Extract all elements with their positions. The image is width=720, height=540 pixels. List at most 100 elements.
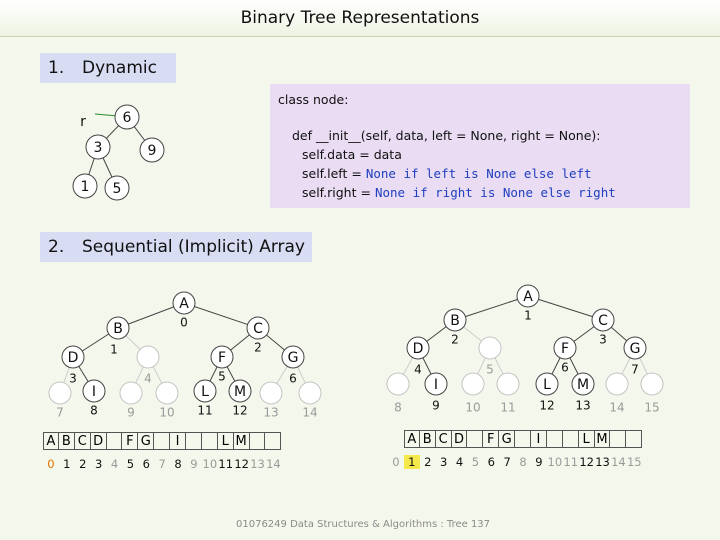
tree2-node-label: F bbox=[218, 350, 226, 366]
tree3-node-index: 14 bbox=[609, 401, 624, 415]
section-sequential: 2.Sequential (Implicit) Array bbox=[40, 232, 312, 262]
tree2-node: L bbox=[193, 379, 217, 403]
tree3-node-index: 8 bbox=[394, 401, 402, 415]
tree2-node bbox=[119, 381, 143, 405]
tree2-node bbox=[259, 381, 283, 405]
array-index: 0 bbox=[47, 457, 55, 471]
tree2-node-index: 1 bbox=[110, 343, 118, 357]
tree3-node-label: A bbox=[523, 289, 533, 305]
tree1-node-label: 9 bbox=[148, 143, 157, 159]
tree2-node-circle bbox=[136, 345, 160, 369]
array-cell bbox=[265, 432, 282, 450]
array-cell: I bbox=[531, 430, 547, 448]
tree3-node: A bbox=[516, 284, 540, 308]
tree2-edge bbox=[183, 302, 259, 329]
array-cell bbox=[610, 430, 627, 448]
tree2-node-circle bbox=[193, 379, 217, 403]
array-index: 5 bbox=[471, 455, 480, 469]
tree3-node-circle bbox=[553, 336, 577, 360]
array-index: 9 bbox=[190, 457, 198, 471]
tree3-node-index: 12 bbox=[539, 399, 554, 413]
tree1-node-label: 1 bbox=[81, 179, 90, 195]
tree2-node-label: B bbox=[113, 321, 123, 337]
array-cell bbox=[201, 432, 218, 450]
tree2-node-index: 2 bbox=[254, 341, 262, 355]
tree1-node-circle bbox=[114, 104, 140, 130]
tree1-node-circle bbox=[85, 134, 111, 160]
array-index: 14 bbox=[266, 457, 281, 471]
tree3-node-index: 3 bbox=[599, 333, 607, 347]
tree2-node-label: C bbox=[253, 321, 263, 337]
tree2-node: F bbox=[210, 345, 234, 369]
tree3-node-label: C bbox=[598, 313, 608, 329]
code-line-2: self.data = data bbox=[302, 147, 402, 162]
section-label: Dynamic bbox=[82, 58, 157, 78]
array-index: 13 bbox=[250, 457, 265, 471]
tree2-node-circle bbox=[259, 381, 283, 405]
tree3-node-circle bbox=[640, 372, 664, 396]
tree3-node-index: 7 bbox=[631, 363, 639, 377]
tree2-node-circle bbox=[106, 316, 130, 340]
array-cell: A bbox=[43, 432, 59, 450]
tree2-node: B bbox=[106, 316, 130, 340]
array-cell bbox=[106, 432, 123, 450]
tree2-node-index: 12 bbox=[232, 404, 247, 418]
tree2-node-index: 3 bbox=[69, 372, 77, 386]
tree2-edge bbox=[117, 302, 185, 329]
tree2-node-circle bbox=[61, 345, 85, 369]
tree3-node-index: 4 bbox=[414, 363, 422, 377]
tree2-node-index: 6 bbox=[289, 372, 297, 386]
array-cell: L bbox=[578, 430, 595, 448]
tree2-node-circle bbox=[210, 345, 234, 369]
tree2-node-index: 8 bbox=[90, 404, 98, 418]
array-cell: D bbox=[90, 432, 107, 450]
tree3-node: G bbox=[623, 336, 647, 360]
tree2-node: D bbox=[61, 345, 85, 369]
tree2-node-index: 0 bbox=[180, 316, 188, 330]
code-line-3-start: self.left = bbox=[302, 166, 366, 181]
tree1-node-label: 6 bbox=[123, 110, 132, 126]
tree2-node bbox=[155, 381, 179, 405]
tree2-node-circle bbox=[155, 381, 179, 405]
array-index: 2 bbox=[424, 455, 432, 469]
array-index: 12 bbox=[579, 455, 594, 469]
title-bar: Binary Tree Representations bbox=[0, 0, 720, 37]
tree1-node-label: 3 bbox=[94, 140, 103, 156]
array-cell: F bbox=[483, 430, 500, 448]
tree2-node-label: D bbox=[68, 350, 79, 366]
tree3-edge bbox=[454, 295, 529, 321]
tree2-node: A bbox=[172, 291, 196, 315]
array-index: 4 bbox=[110, 457, 119, 471]
tree2-node bbox=[48, 381, 72, 405]
array-index: 4 bbox=[455, 455, 464, 469]
tree3-node-circle bbox=[496, 372, 520, 396]
tree2-node-label: M bbox=[234, 384, 246, 400]
tree1-node-circle bbox=[104, 175, 130, 201]
array-cell bbox=[154, 432, 171, 450]
tree3-node-index: 9 bbox=[432, 399, 440, 413]
code-line-1: def __init__(self, data, left = None, ri… bbox=[292, 128, 601, 143]
tree1-node-circle bbox=[139, 137, 165, 163]
tree2-node-index: 9 bbox=[127, 406, 135, 420]
tree2-node-index: 4 bbox=[144, 372, 152, 386]
section-label: Sequential (Implicit) Array bbox=[82, 237, 305, 257]
array-cell: D bbox=[451, 430, 468, 448]
tree3-node-label: F bbox=[561, 341, 569, 357]
tree3-node-label: L bbox=[543, 377, 551, 393]
array-cell: C bbox=[74, 432, 91, 450]
array-cell: M bbox=[594, 430, 611, 448]
root-pointer-line bbox=[94, 113, 119, 117]
array-index: 5 bbox=[126, 457, 135, 471]
array-cell: G bbox=[138, 432, 155, 450]
tree3-node-label: D bbox=[413, 341, 424, 357]
array-cell bbox=[467, 430, 484, 448]
tree3-node-circle bbox=[535, 372, 559, 396]
array-cell: I bbox=[170, 432, 187, 450]
slide-title: Binary Tree Representations bbox=[240, 8, 480, 28]
tree2-node-label: I bbox=[92, 384, 96, 400]
footer: 01076249 Data Structures & Algorithms : … bbox=[236, 519, 491, 530]
array-index: 12 bbox=[234, 457, 249, 471]
tree2-node: I bbox=[82, 379, 106, 403]
array-cell bbox=[562, 430, 579, 448]
tree3-node-index: 15 bbox=[644, 401, 659, 415]
